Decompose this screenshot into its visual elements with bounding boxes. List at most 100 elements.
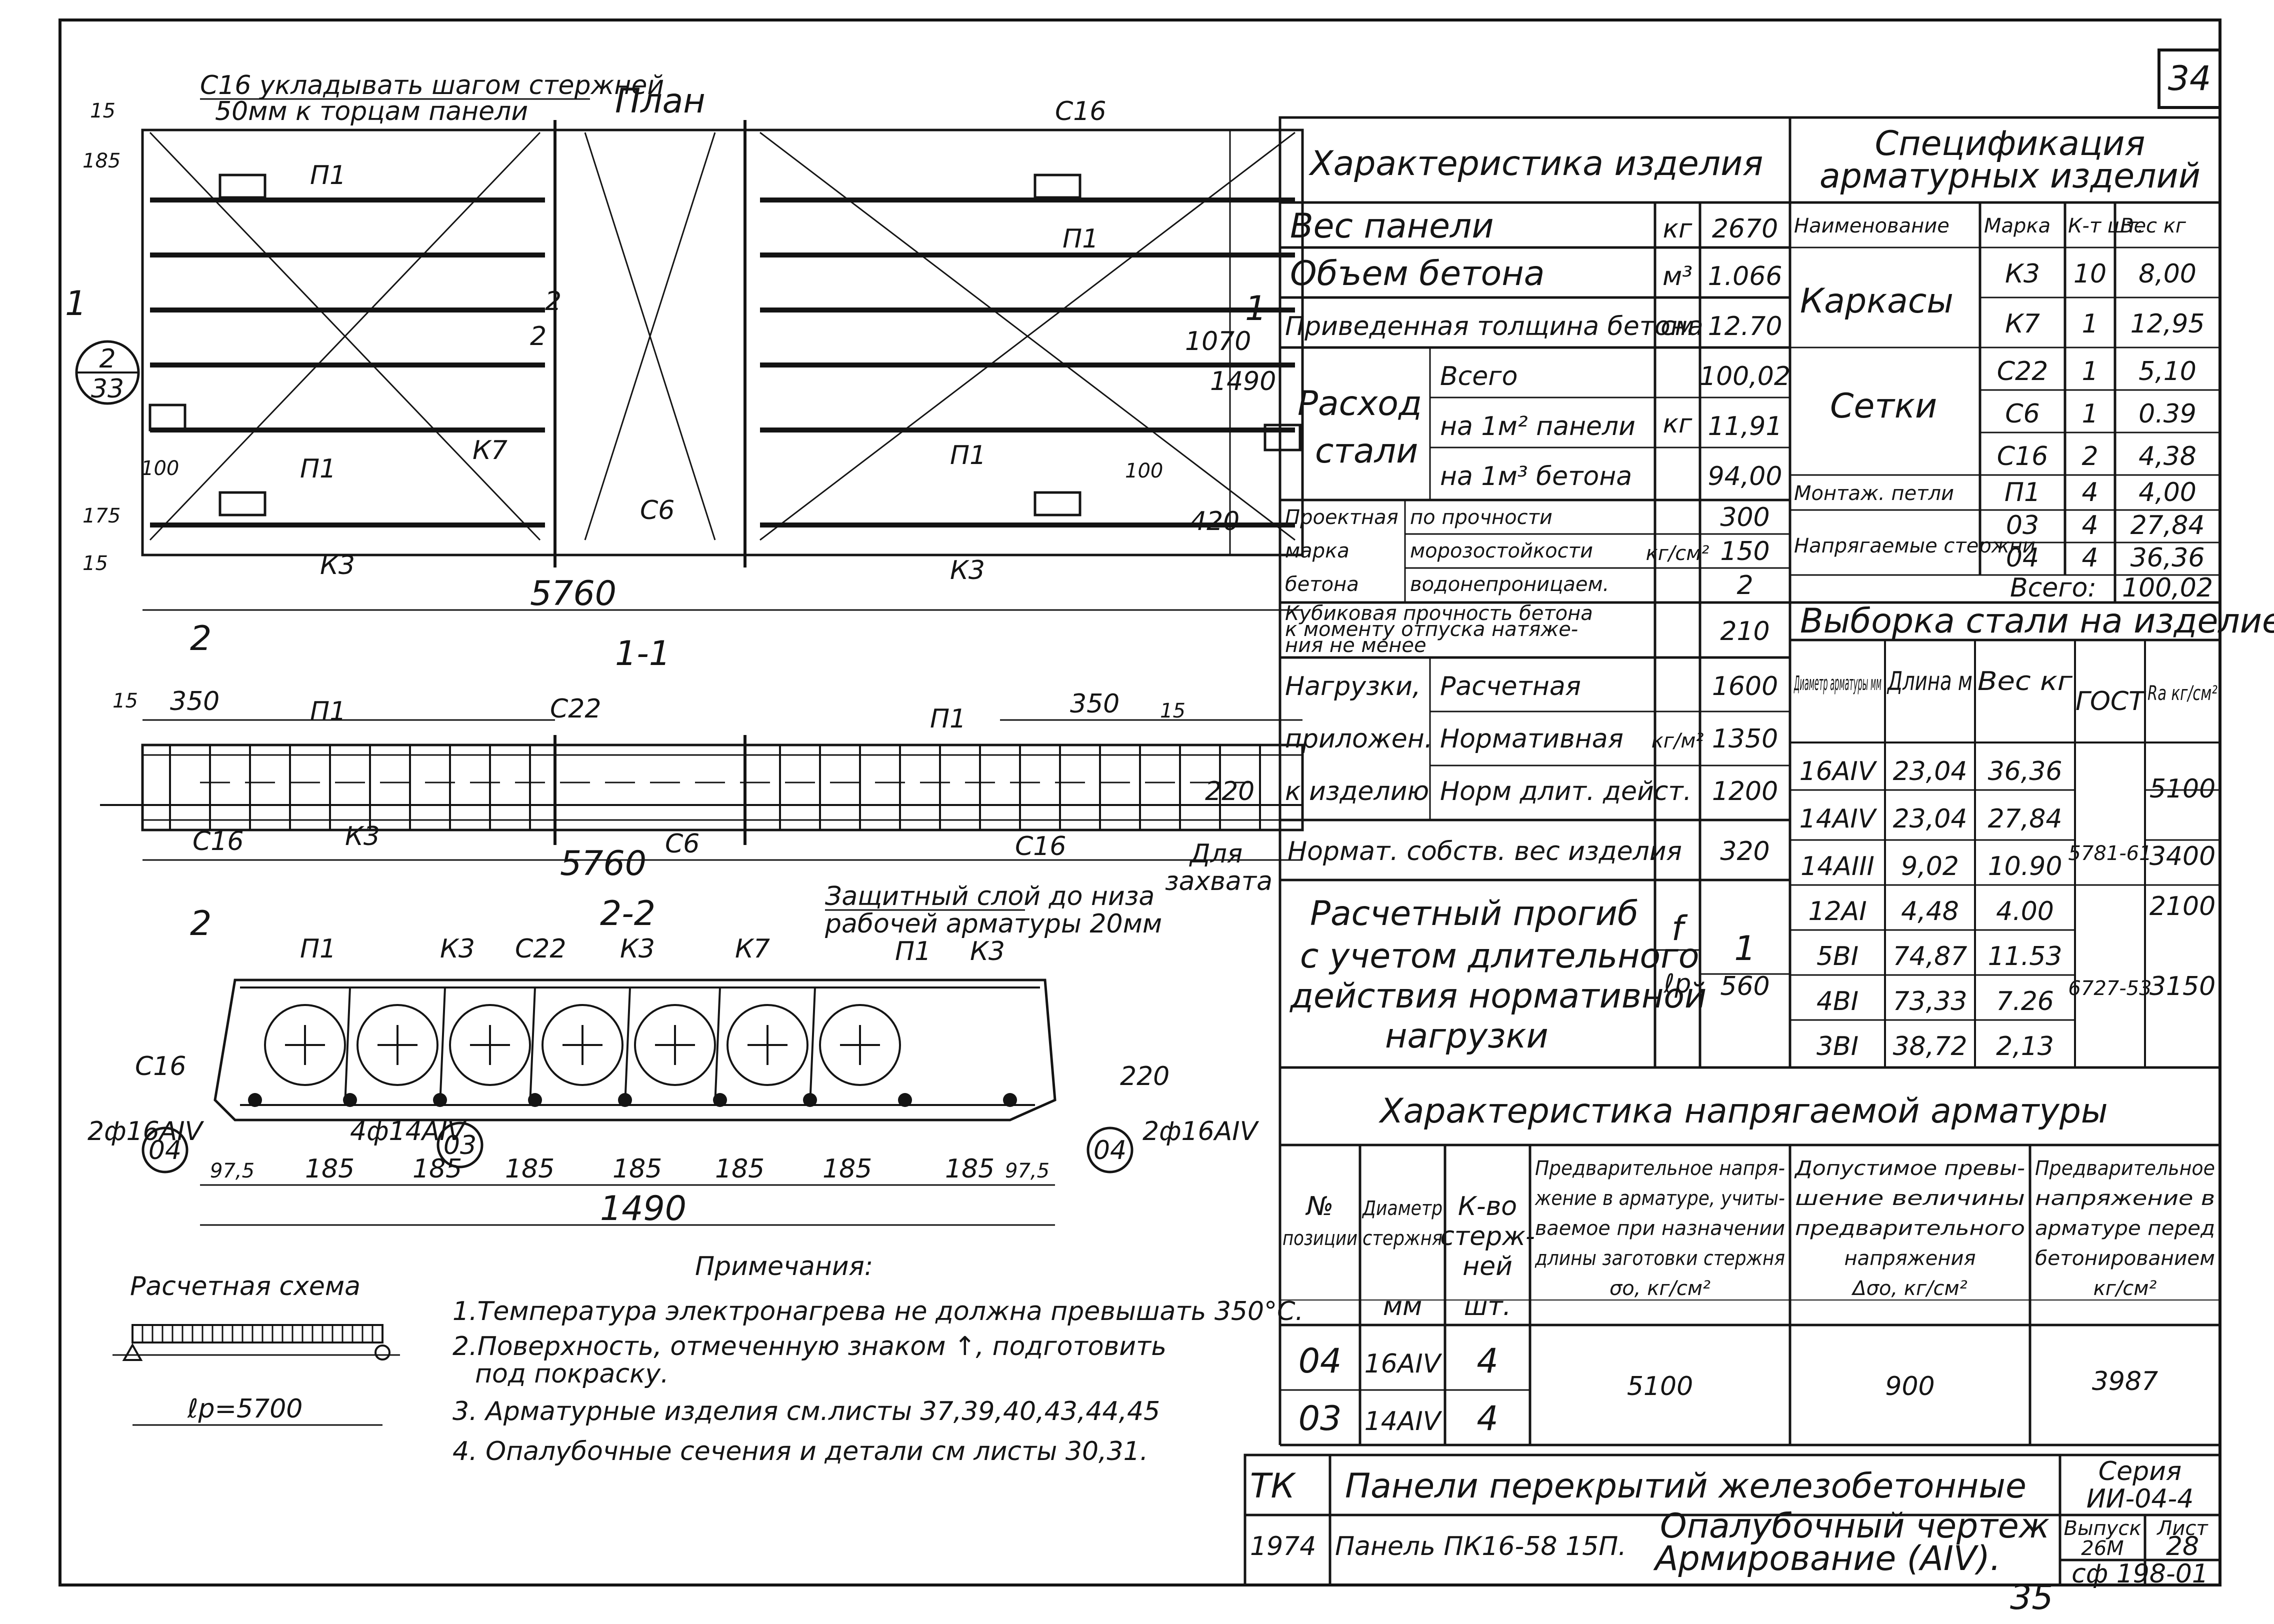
tb-year: 1974 xyxy=(1250,1532,1316,1562)
plan-dim-15-bottom: 15 xyxy=(82,552,108,575)
plan-outline xyxy=(141,128,1304,556)
section-2-2-dim-1: 185 xyxy=(305,1154,354,1184)
spec-total-label: Всего: xyxy=(2010,573,2096,603)
prestress-h1-l0: Диаметр xyxy=(1362,1197,1442,1220)
steel-r5-dia: 4ВI xyxy=(1816,986,1858,1016)
plan-label-p1-b: П1 xyxy=(1062,224,1098,254)
steel-header-length: Длина м xyxy=(1887,666,1972,696)
section-2-2-dim-2: 185 xyxy=(412,1154,462,1184)
spec-header-weight: Вес кг xyxy=(2120,214,2186,238)
specification-table: Спецификация арматурных изделий Наименов… xyxy=(1790,124,2274,642)
char-deflection-value-top: 1 xyxy=(1734,929,1756,968)
section-2-2-pos-04-left: 04 xyxy=(148,1136,182,1166)
char-row0-name: Вес панели xyxy=(1290,206,1494,246)
section-1-1-dim-350-right: 350 xyxy=(1070,689,1120,719)
steel-r6-dia: 3ВI xyxy=(1816,1032,1858,1062)
char-loads-group-3: к изделию xyxy=(1285,776,1429,806)
section-2-2-label-k7: К7 xyxy=(735,934,770,964)
prestress-h4-l0: Допустимое превы- xyxy=(1794,1157,2025,1180)
spec-g0-r1-mark: К7 xyxy=(2005,309,2040,339)
section-1-1-cover-note-1: Защитный слой до низа xyxy=(825,882,1154,912)
section-2-2-dim-0: 97,5 xyxy=(210,1160,254,1182)
section-1-1-dim-350-left: 350 xyxy=(170,686,220,716)
char-row2-unit: см xyxy=(1660,312,1694,342)
tb-series-label: Серия xyxy=(2098,1456,2182,1486)
spec-g2-r0-qty: 4 xyxy=(2082,478,2098,508)
plan-title: План xyxy=(615,82,706,121)
spec-title-line2: арматурных изделий xyxy=(1820,156,2200,196)
prestress-h2-l1: стерж- xyxy=(1440,1222,1535,1252)
char-row0-unit: кг xyxy=(1663,214,1692,244)
char-grade-row1-value: 150 xyxy=(1720,536,1770,566)
tb-issue: 26М xyxy=(2081,1537,2124,1560)
char-loads-group-1: Нагрузки, xyxy=(1285,672,1420,702)
char-steel-row1-value: 11,91 xyxy=(1708,412,1782,442)
spec-group-2-name: Монтаж. петли xyxy=(1794,482,1954,505)
char-grade-group-1: Проектная xyxy=(1285,506,1398,529)
prestress-h5-l2: арматуре перед xyxy=(2035,1217,2215,1240)
steel-r0-wt: 36,36 xyxy=(1988,756,2062,786)
section-2-2-label-c22: С22 xyxy=(515,934,566,964)
steel-gost-0: 5781-61 xyxy=(2068,842,2152,865)
prestress-title: Характеристика напрягаемой арматуры xyxy=(1378,1092,2108,1131)
spec-g1-r2-mark: С16 xyxy=(1997,442,2048,472)
section-2-2-outline xyxy=(214,978,1056,1122)
plan-dim-15-top: 15 xyxy=(90,100,116,122)
notes-item-2b: под покраску. xyxy=(475,1359,669,1389)
section-2-2: 2-2 П1 К3 С22 К3 К7 П1 xyxy=(88,894,1260,1228)
prestress-h5-l0: Предварительное xyxy=(2035,1157,2215,1180)
char-loads-group-2: приложен. xyxy=(1285,724,1432,754)
section-2-2-label-k3-a: К3 xyxy=(440,934,475,964)
char-deflection-unit-bottom: ℓp xyxy=(1664,969,1692,999)
tb-series: ИИ-04-4 xyxy=(2086,1484,2194,1514)
design-scheme: Расчетная схема ℓp=5700 xyxy=(112,1272,400,1426)
plan-mark-2a: 2 xyxy=(530,322,546,352)
plan-label-p1-c: П1 xyxy=(300,454,336,484)
steel-r3-len: 4,48 xyxy=(1901,896,1959,926)
steel-header-gost: ГОСТ xyxy=(2076,686,2146,716)
plan-dim-100-right: 100 xyxy=(1125,460,1163,482)
spec-g1-r0-mark: С22 xyxy=(1997,356,2048,386)
prestress-h5-l3: бетонированием xyxy=(2035,1247,2215,1270)
section-2-2-dim-4: 185 xyxy=(612,1154,662,1184)
section-1-1-label-c16-left: С16 xyxy=(192,826,244,856)
section-1-1-label-k3: К3 xyxy=(345,822,380,852)
prestress-h4-l2: предварительного xyxy=(1795,1217,2025,1240)
prestress-delta: 900 xyxy=(1885,1372,1934,1402)
spec-g2-r0-weight: 4,00 xyxy=(2138,478,2196,508)
section-2-2-dim-7: 185 xyxy=(945,1154,994,1184)
prestress-h0-l0: № xyxy=(1305,1192,1334,1222)
prestress-h0-l1: позиции xyxy=(1282,1227,1358,1250)
steel-r5-wt: 7.26 xyxy=(1996,986,2054,1016)
notes: Примечания: 1.Температура электронагрева… xyxy=(452,1252,1304,1466)
char-grade-group-3: бетона xyxy=(1285,573,1359,596)
steel-selection-title: Выборка стали на изделие xyxy=(1800,602,2274,641)
prestress-h1-l1: стержня xyxy=(1362,1227,1442,1250)
prestress-h5-l4: кг/см² xyxy=(2094,1277,2157,1300)
steel-r6-wt: 2,13 xyxy=(1996,1032,2054,1062)
char-self-weight-name: Нормат. собств. вес изделия xyxy=(1288,836,1682,866)
plan-dim-100-left: 100 xyxy=(141,457,179,480)
section-2-2-rebar-mid: 4ф14АIV xyxy=(350,1116,467,1146)
spec-g3-r0-mark: 03 xyxy=(2006,510,2039,540)
section-2-2-dim-3: 185 xyxy=(505,1154,554,1184)
steel-selection-table: Диаметр арматуры мм Длина м Вес кг ГОСТ … xyxy=(1790,640,2220,1068)
plan-dim-185: 185 xyxy=(82,150,120,172)
steel-r4-dia: 5ВI xyxy=(1816,942,1858,972)
section-1-1-dim-5760: 5760 xyxy=(560,844,646,884)
section-2-2-pos-03: 03 xyxy=(444,1130,476,1160)
section-2-2-label-p1-left: П1 xyxy=(300,934,336,964)
char-grade-row0-name: по прочности xyxy=(1410,506,1552,529)
design-scheme-title: Расчетная схема xyxy=(130,1272,360,1302)
section-1-1: 1-1 2 2 15 350 350 15 220 5760 xyxy=(100,619,1304,944)
section-2-2-dim-5: 185 xyxy=(715,1154,764,1184)
plan-cut-1-right: 1 xyxy=(1245,289,1266,328)
tb-org: ТК xyxy=(1250,1466,1296,1506)
char-steel-row0-name: Всего xyxy=(1440,362,1518,392)
spec-g0-r1-weight: 12,95 xyxy=(2130,309,2205,339)
steel-r2-wt: 10.90 xyxy=(1988,852,2062,882)
spec-group-0-name: Каркасы xyxy=(1800,282,1954,321)
char-loads-row0-name: Расчетная xyxy=(1440,672,1581,702)
section-1-1-label-p1-left: П1 xyxy=(310,696,346,726)
